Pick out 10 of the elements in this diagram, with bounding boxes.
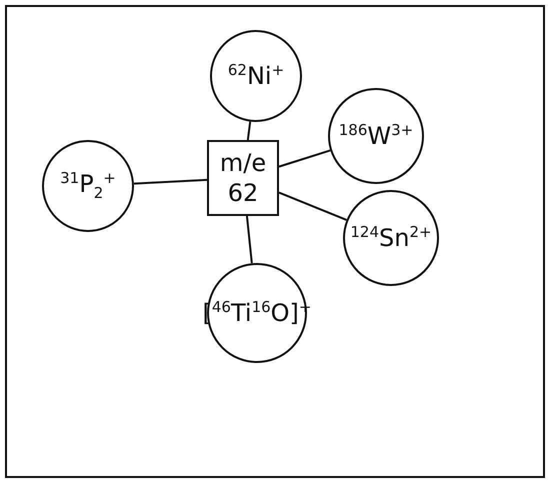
ion-formula: $^{124}$Sn$^{2+}$ [350,223,432,253]
connector-line [278,192,347,221]
ion-formula: $^{62}$Ni$^{+}$ [228,61,284,91]
mass-box [207,140,279,216]
connector-line [134,178,208,185]
connector-line [246,216,253,264]
connector-line [278,150,331,168]
connector-line [246,122,252,140]
mass-label: m/e 62 [218,148,268,208]
ion-formula: $^{186}$W$^{3+}$ [338,121,414,151]
